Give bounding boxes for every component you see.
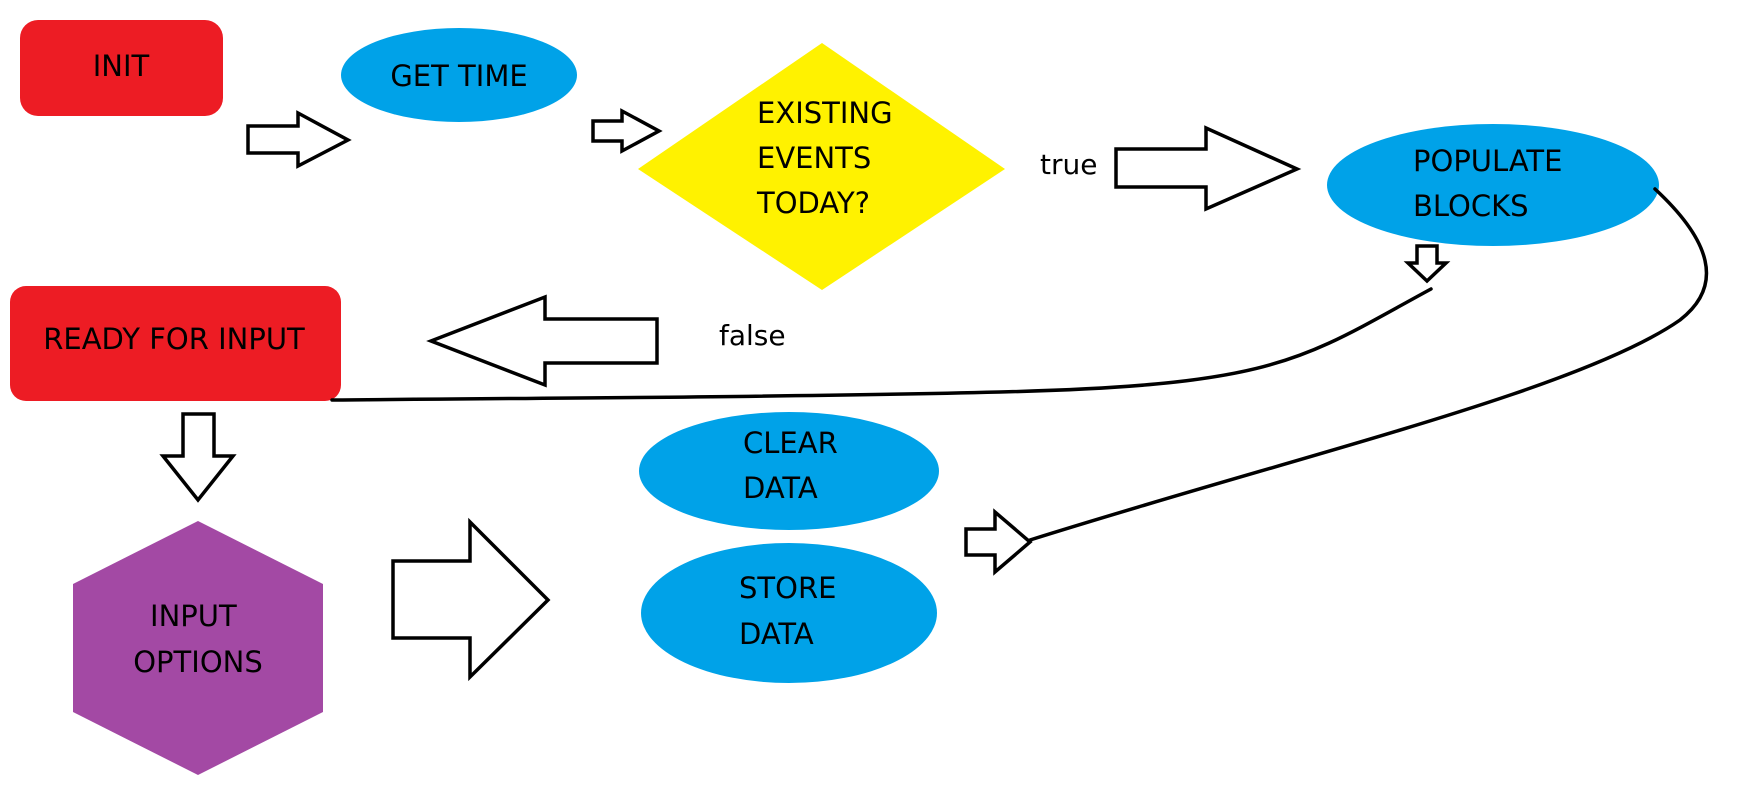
existing-events-line-3: TODAY? bbox=[756, 186, 870, 220]
input-options-line-2: OPTIONS bbox=[133, 645, 263, 679]
ready-for-input-label: READY FOR INPUT bbox=[43, 322, 305, 356]
get-time-label: GET TIME bbox=[390, 59, 527, 93]
existing-events-node bbox=[638, 43, 1005, 290]
store-data-label: STORE DATA bbox=[739, 571, 846, 651]
false-edge-label: false bbox=[719, 319, 786, 352]
store-data-line-1: STORE bbox=[739, 571, 836, 605]
get-time-node bbox=[341, 28, 577, 122]
true-edge-label: true bbox=[1040, 148, 1097, 181]
arrow-init-to-get-time bbox=[246, 110, 352, 169]
input-options-line-1: INPUT bbox=[150, 599, 237, 633]
arrow-options-to-data bbox=[391, 517, 551, 682]
arrow-false-to-ready bbox=[426, 294, 659, 388]
connector-populate-to-ready bbox=[330, 287, 1433, 402]
ready-for-input-node bbox=[10, 286, 341, 401]
clear-data-line-2: DATA bbox=[743, 471, 818, 505]
populate-blocks-label: POPULATE BLOCKS bbox=[1413, 144, 1572, 223]
clear-data-label: CLEAR DATA bbox=[743, 426, 847, 505]
connector-populate-to-data bbox=[1028, 187, 1709, 542]
populate-blocks-line-1: POPULATE bbox=[1413, 144, 1562, 178]
populate-blocks-line-2: BLOCKS bbox=[1413, 189, 1529, 223]
arrow-populate-down bbox=[1403, 244, 1451, 284]
arrow-ready-to-options bbox=[159, 412, 237, 503]
populate-blocks-node bbox=[1327, 124, 1659, 246]
existing-events-line-1: EXISTING bbox=[757, 96, 893, 130]
input-options-node bbox=[73, 521, 323, 775]
store-data-line-2: DATA bbox=[739, 617, 814, 651]
existing-events-label: EXISTING EVENTS TODAY? bbox=[756, 96, 902, 220]
clear-data-line-1: CLEAR bbox=[743, 426, 838, 460]
clear-data-node bbox=[639, 412, 939, 530]
store-data-node bbox=[641, 543, 937, 683]
arrow-true-to-populate bbox=[1114, 125, 1302, 212]
arrow-get-time-to-decision bbox=[591, 108, 663, 154]
init-label: INIT bbox=[93, 49, 150, 83]
input-options-label: INPUT OPTIONS bbox=[133, 599, 263, 679]
init-node bbox=[20, 20, 223, 116]
arrow-data-to-curve bbox=[964, 508, 1033, 576]
existing-events-line-2: EVENTS bbox=[757, 141, 871, 175]
